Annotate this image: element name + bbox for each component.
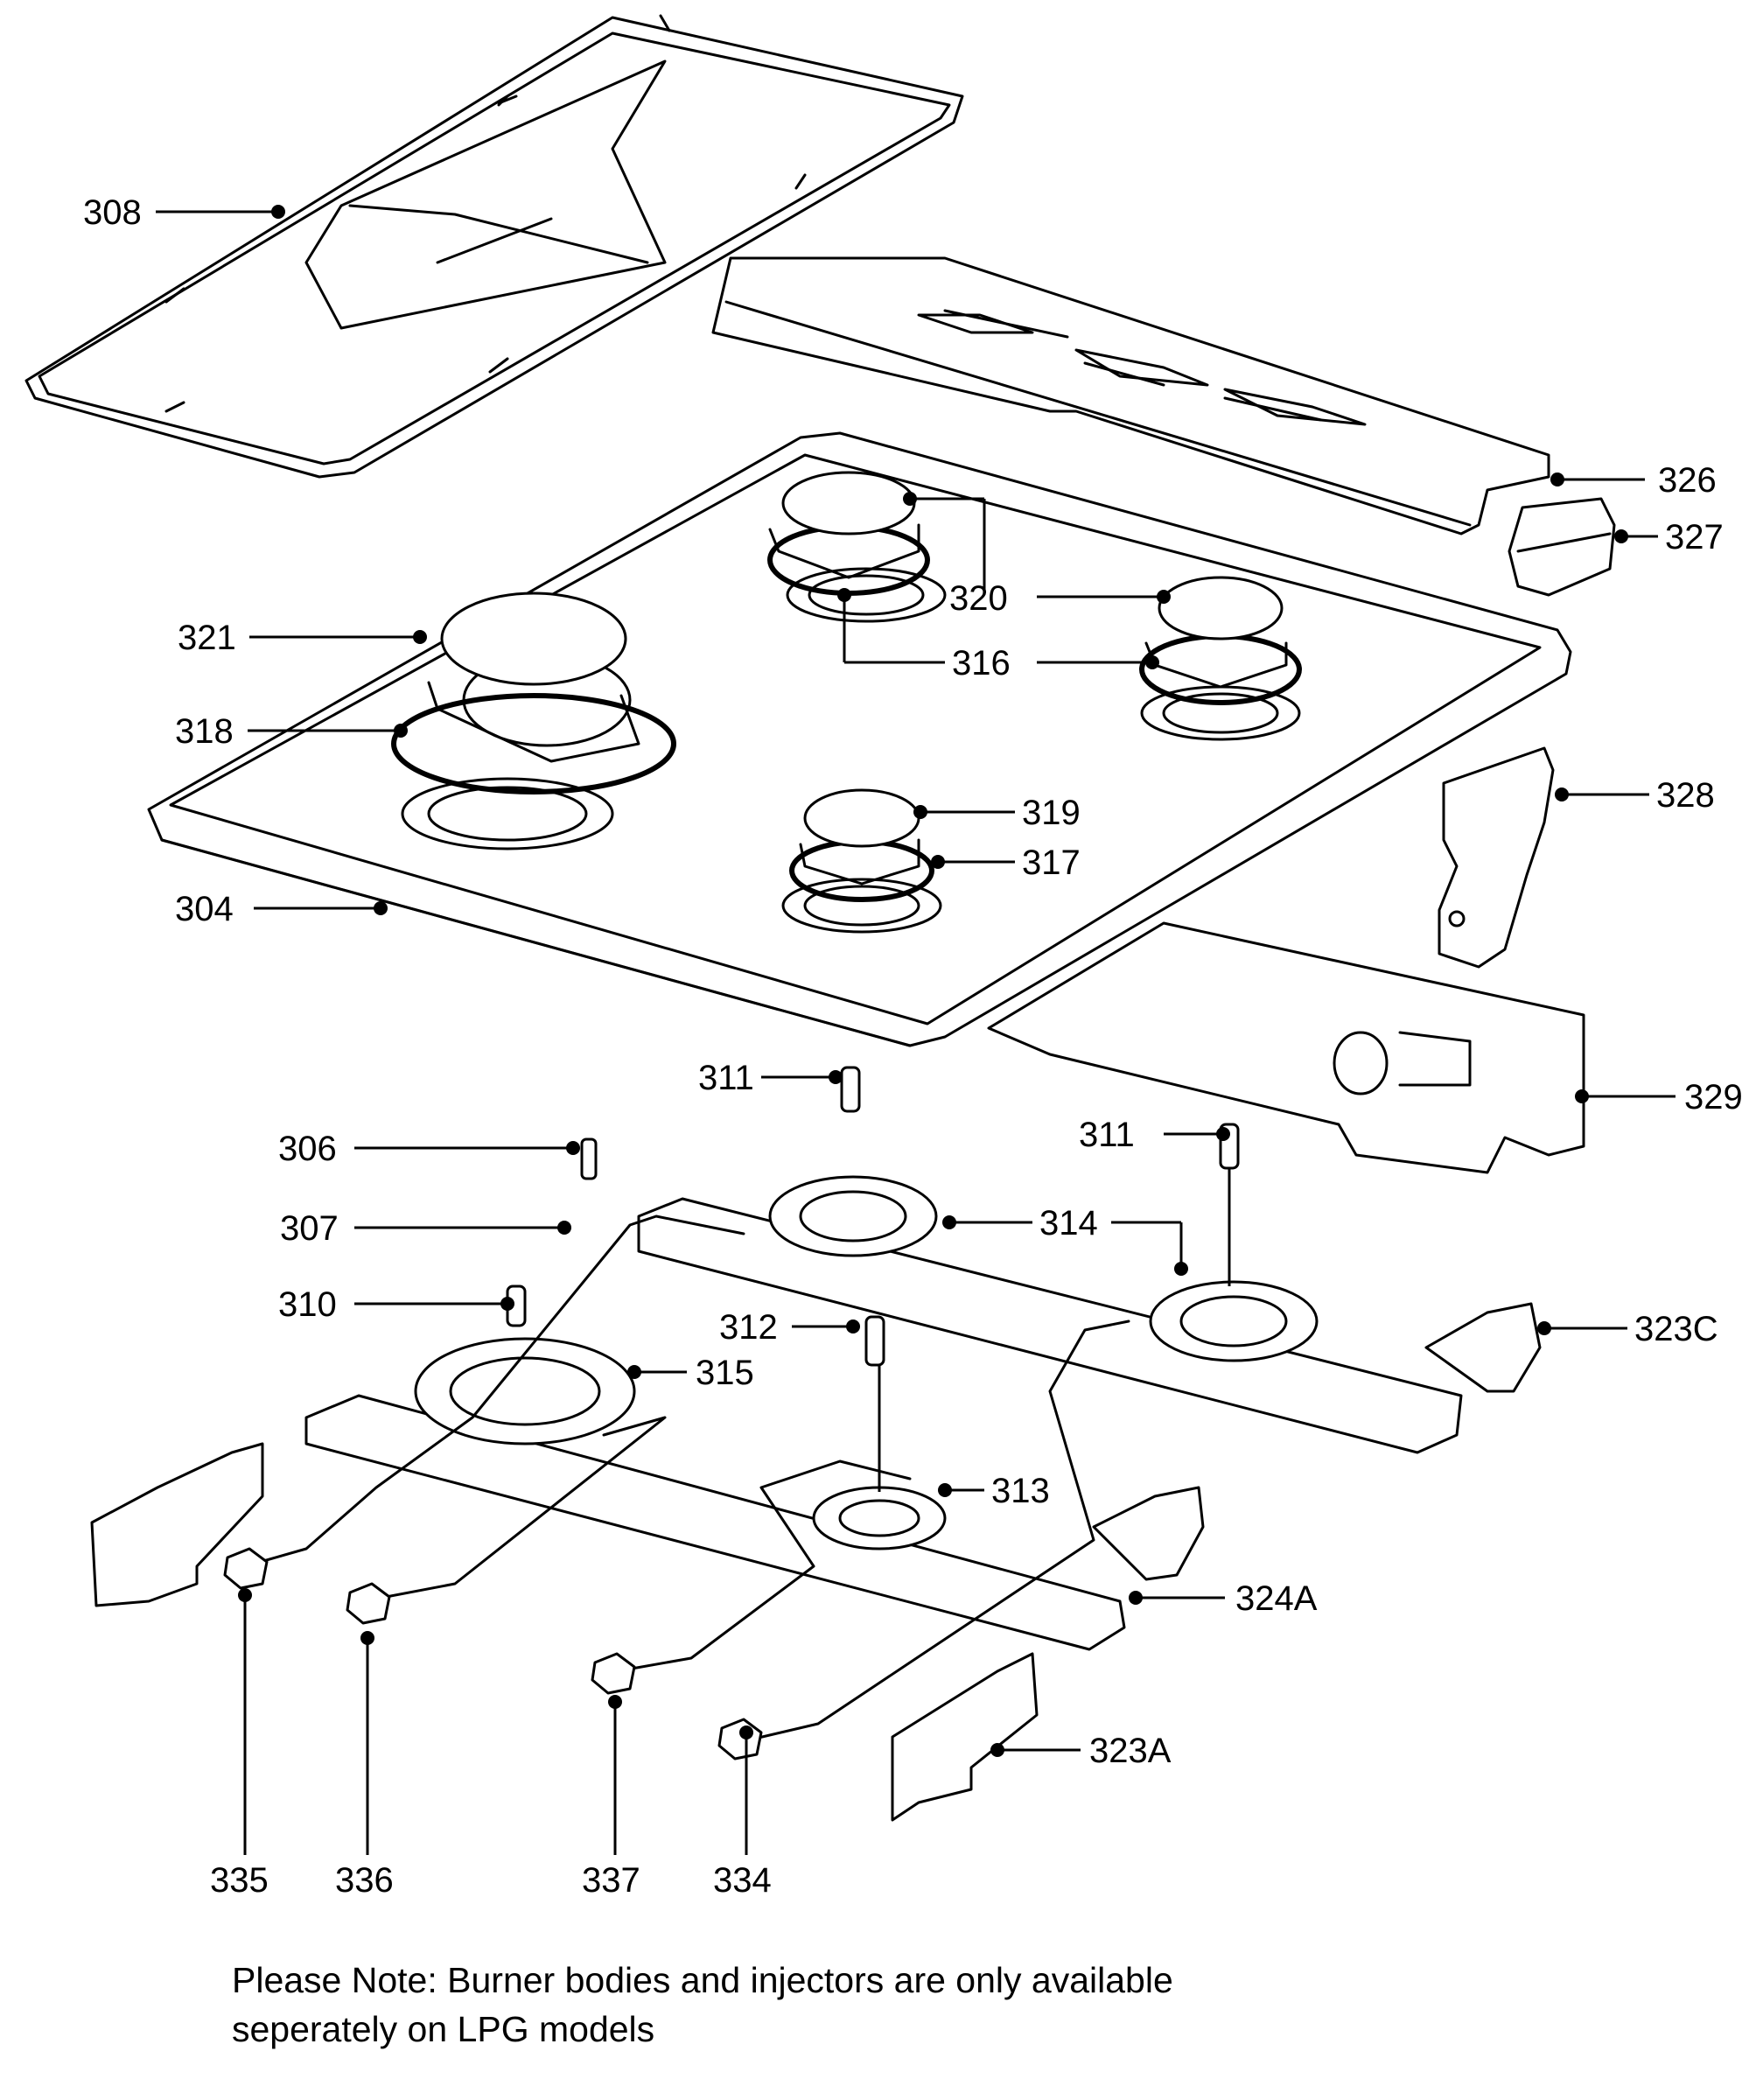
callout-328: 328 xyxy=(1656,776,1715,815)
side-bracket xyxy=(1438,746,1555,969)
note-line-1: Please Note: Burner bodies and injectors… xyxy=(232,1960,1173,2000)
front-burner-cap-and-head xyxy=(789,788,934,902)
callout-311b: 311 xyxy=(1079,1116,1135,1154)
callout-315: 315 xyxy=(696,1354,754,1392)
burner-body-314b xyxy=(1149,1280,1319,1362)
callout-316: 316 xyxy=(952,644,1011,682)
callout-317: 317 xyxy=(1022,844,1081,882)
callout-306: 306 xyxy=(278,1130,337,1168)
end-cap xyxy=(1508,497,1616,597)
callout-310: 310 xyxy=(278,1285,337,1324)
callout-337: 337 xyxy=(582,1861,640,1900)
corner-bracket-left xyxy=(90,1442,264,1607)
callout-321: 321 xyxy=(178,619,236,657)
corner-bracket-323a xyxy=(891,1652,1039,1822)
callout-312: 312 xyxy=(719,1308,778,1347)
rear-left-burner-cap-and-head xyxy=(767,471,930,596)
rear-brace xyxy=(987,921,1585,1174)
pan-support-grid xyxy=(24,14,964,479)
gas-pipes xyxy=(243,1214,1130,1743)
callout-326: 326 xyxy=(1658,461,1717,500)
callout-320: 320 xyxy=(949,579,1008,618)
note-line-2: seperately on LPG models xyxy=(232,2009,655,2049)
bracket-middle xyxy=(1092,1486,1205,1581)
electrode-312 xyxy=(864,1315,885,1367)
gas-nut-335 xyxy=(223,1547,269,1590)
callout-334: 334 xyxy=(713,1861,772,1900)
bracket-323c xyxy=(1424,1302,1542,1393)
availability-note: Please Note: Burner bodies and injectors… xyxy=(232,1956,1676,2054)
hob-burner-rings xyxy=(401,567,1301,934)
callout-327: 327 xyxy=(1665,518,1724,556)
lower-burner-rail xyxy=(304,1394,1126,1651)
callout-323a: 323A xyxy=(1089,1732,1172,1770)
gas-nut-337 xyxy=(591,1652,636,1695)
callout-324a: 324A xyxy=(1235,1579,1318,1618)
callout-307: 307 xyxy=(280,1209,339,1248)
hob-top xyxy=(147,431,1572,1047)
callout-335: 335 xyxy=(210,1861,269,1900)
upper-burner-rail xyxy=(637,1197,1463,1454)
callout-336: 336 xyxy=(335,1861,394,1900)
back-panel xyxy=(711,256,1550,536)
gas-nut-334 xyxy=(717,1718,763,1760)
callout-308: 308 xyxy=(83,193,142,232)
gas-nut-336 xyxy=(346,1582,391,1625)
callout-304: 304 xyxy=(175,890,234,928)
large-burner-cap-and-head xyxy=(391,592,676,794)
callout-318: 318 xyxy=(175,712,234,751)
callout-labels: 308 326 327 320 321 316 318 319 328 317 … xyxy=(83,193,1743,1900)
electrode-311a xyxy=(840,1066,861,1113)
electrode-306 xyxy=(580,1138,598,1180)
rear-right-burner-cap-and-head xyxy=(1139,576,1302,705)
callout-323c: 323C xyxy=(1634,1310,1718,1348)
callout-313: 313 xyxy=(991,1472,1050,1510)
callout-314: 314 xyxy=(1039,1204,1098,1242)
callout-311a: 311 xyxy=(698,1059,754,1097)
callout-319: 319 xyxy=(1022,794,1081,832)
callout-329: 329 xyxy=(1684,1078,1743,1116)
burner-body-314 xyxy=(768,1175,938,1257)
leader-dots xyxy=(238,205,1628,1757)
leader-lines xyxy=(156,210,1676,1855)
burner-body-313 xyxy=(812,1486,947,1550)
